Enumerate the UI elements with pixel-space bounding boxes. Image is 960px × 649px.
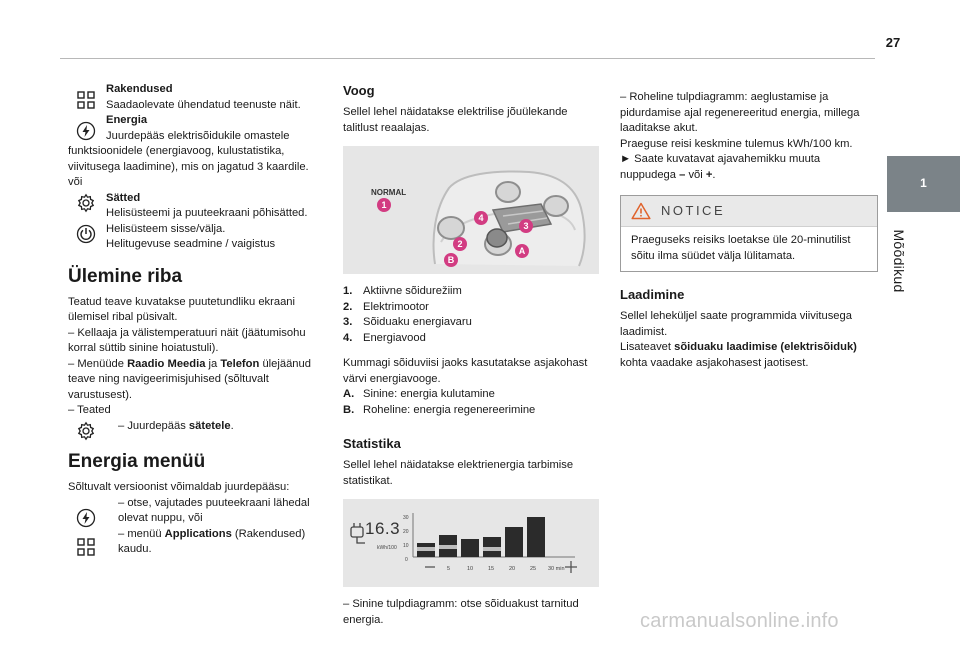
apps-entry: Rakendused Saadaolevate ühendatud teenus… xyxy=(68,82,330,113)
consumption-unit: kWh/100 xyxy=(377,545,397,551)
top-bar-item-2: – Menüüde Raadio Meedia ja Telefon ülejä… xyxy=(68,357,311,401)
top-bar-item-3: – Teated xyxy=(68,404,111,416)
gear-icon xyxy=(77,193,95,212)
chapter-number: 1 xyxy=(920,176,927,191)
warning-icon xyxy=(631,202,651,220)
top-bar-item-4: – Juurdepääs sätetele. xyxy=(118,419,234,432)
notice-box: NOTICE Praeguseks reisiks loetakse üle 2… xyxy=(620,195,878,272)
list-item: 4.Energiavood xyxy=(343,331,426,344)
lightning-icon xyxy=(76,121,96,141)
notice-text: Praeguseks reisiks loetakse üle 20-minut… xyxy=(631,234,851,262)
apps-title: Rakendused xyxy=(106,83,173,95)
marker-3: 3 xyxy=(519,219,533,233)
statistics-intro: Sellel lehel näidatakse elektrienergia t… xyxy=(343,459,574,487)
column-2: Voog Sellel lehel näidatakse elektrilise… xyxy=(343,82,599,628)
x-tick: 30 min xyxy=(548,566,565,572)
y-tick: 10 xyxy=(403,543,409,549)
period-text: ► Saate kuvatavat ajavahemikku muuta nup… xyxy=(620,153,821,181)
flow-legend-list: 1.Aktiivne sõidurežiim 2.Elektrimootor 3… xyxy=(343,284,599,346)
flow-intro: Sellel lehel näidatakse elektrilise jõuü… xyxy=(343,106,568,134)
flow-color-para: Kummagi sõiduviisi jaoks kasutatakse asj… xyxy=(343,357,588,385)
top-bar-heading: Ülemine riba xyxy=(68,265,183,287)
settings-title: Sätted xyxy=(106,191,141,204)
page-number: 27 xyxy=(885,35,901,50)
energy-menu-heading: Energia menüü xyxy=(68,451,206,472)
x-tick: 10 xyxy=(467,566,474,572)
charging-heading: Laadimine xyxy=(620,287,685,302)
list-item: 1.Aktiivne sõidurežiim xyxy=(343,285,462,297)
charging-text-2: Lisateavet sõiduaku laadimise (elektrisõ… xyxy=(620,341,857,369)
flow-heading: Voog xyxy=(343,83,375,98)
green-bar-text: – Roheline tulpdiagramm: aeglustamise ja… xyxy=(620,91,860,134)
notice-title: NOTICE xyxy=(661,203,726,219)
energy-text: Juurdepääs elektrisõidukile omastele xyxy=(106,129,290,142)
statistics-figure: 16.3 kWh/100 5 10 15 20 25 30 min 30 20 … xyxy=(343,499,599,587)
column-3: – Roheline tulpdiagramm: aeglustamise ja… xyxy=(620,90,878,371)
marker-a: A xyxy=(515,244,529,258)
lightning-icon xyxy=(76,508,96,527)
settings-entry: Sätted Helisüsteemi ja puuteekraani põhi… xyxy=(68,191,330,222)
energy-flow-illustration xyxy=(432,170,586,267)
charging-text-1: Sellel leheküljel saate programmida viiv… xyxy=(620,310,852,338)
top-bar-intro: Teatud teave kuvatakse puutetundliku ekr… xyxy=(68,295,296,324)
chapter-label: Mõõdikud xyxy=(884,218,912,304)
apps-grid-icon xyxy=(77,91,95,109)
x-tick: 20 xyxy=(509,566,516,572)
marker-2: 2 xyxy=(453,237,467,251)
top-bar-settings-entry: – Juurdepääs sätetele. xyxy=(68,419,330,440)
marker-1: 1 xyxy=(377,198,391,212)
list-item: 3.Sõiduaku energiavaru xyxy=(343,316,472,328)
notice-header: NOTICE xyxy=(621,196,877,227)
statistics-heading: Statistika xyxy=(343,436,401,451)
x-tick: 25 xyxy=(530,566,537,572)
statistics-illustration xyxy=(350,513,577,573)
energy-menu-item-1: – otse, vajutades puuteekraani lähedal o… xyxy=(68,496,330,527)
drive-mode-label: NORMAL xyxy=(371,188,407,197)
y-tick: 20 xyxy=(403,529,409,535)
average-text: Praeguse reisi keskmine tulemus kWh/100 … xyxy=(620,137,853,150)
y-tick: 30 xyxy=(403,515,409,521)
energy-or: või xyxy=(68,176,83,188)
gear-icon xyxy=(77,421,95,440)
energy-menu-item-2: – menüü Applications (Rakendused) kaudu. xyxy=(68,527,330,558)
x-tick: 15 xyxy=(488,566,495,572)
power-entry: Helisüsteem sisse/välja. Helitugevuse se… xyxy=(68,222,330,253)
list-item: 2.Elektrimootor xyxy=(343,300,429,313)
statistics-caption: – Sinine tulpdiagramm: otse sõiduakust t… xyxy=(343,598,579,626)
power-text-2: Helitugevuse seadmine / vaigistus xyxy=(106,238,276,250)
power-text-1: Helisüsteem sisse/välja. xyxy=(106,222,226,235)
y-tick: 0 xyxy=(405,557,408,563)
apps-text: Saadaolevate ühendatud teenuste näit. xyxy=(106,98,301,111)
column-1: Rakendused Saadaolevate ühendatud teenus… xyxy=(68,82,330,558)
chapter-label-text: Mõõdikud xyxy=(890,229,907,293)
energy-flow-figure: NORMAL 1 4 3 2 B A xyxy=(343,146,599,274)
chapter-tab[interactable]: 1 xyxy=(887,156,960,212)
flow-color-list: A.Sinine: energia kulutamine B.Roheline:… xyxy=(343,387,599,418)
power-icon xyxy=(76,224,96,243)
x-tick: 5 xyxy=(447,566,451,572)
apps-grid-icon xyxy=(77,537,95,556)
energy-text-cont: funktsioonidele (energiavoog, kulustatis… xyxy=(68,145,309,173)
watermark: carmanualsonline.info xyxy=(640,610,839,632)
list-item: A.Sinine: energia kulutamine xyxy=(343,388,495,400)
energy-menu-intro: Sõltuvalt versioonist võimaldab juurdepä… xyxy=(68,481,290,493)
consumption-value: 16.3 xyxy=(365,519,401,538)
energy-title: Energia xyxy=(106,114,148,126)
marker-4: 4 xyxy=(474,211,488,225)
marker-b: B xyxy=(444,253,458,267)
top-bar-item-1: – Kellaaja ja välistemperatuuri näit (jä… xyxy=(68,326,306,355)
header-rule xyxy=(60,58,875,59)
settings-text: Helisüsteemi ja puuteekraani põhisätted. xyxy=(106,207,308,219)
energy-entry: Energia Juurdepääs elektrisõidukile omas… xyxy=(68,113,330,144)
list-item: B.Roheline: energia regenereerimine xyxy=(343,403,536,416)
